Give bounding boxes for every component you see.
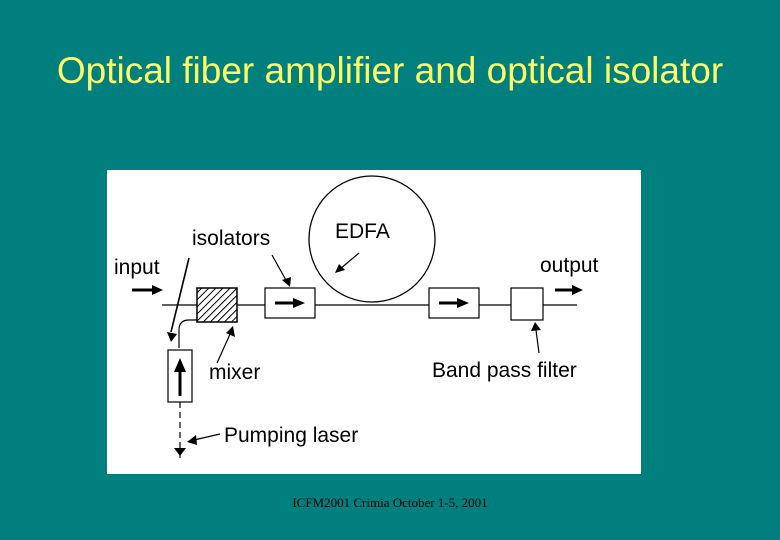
- isolators-pointer-head: [282, 277, 291, 287]
- mixer-label: mixer: [209, 361, 261, 384]
- diagram-panel: input isolators EDFA output mixer Band p…: [107, 170, 641, 474]
- output-arrow-head: [572, 285, 583, 295]
- input-pointer-head: [167, 332, 177, 342]
- mixer-pointer: [216, 331, 232, 364]
- pumping-laser-arrow-head: [174, 358, 186, 372]
- band-pass-filter-box: [510, 287, 544, 321]
- band-pass-filter-pointer: [535, 329, 540, 354]
- input-arrow-head: [152, 285, 163, 295]
- edfa-pointer: [339, 252, 360, 270]
- output-label: output: [540, 254, 599, 277]
- pump-fiber: [178, 319, 197, 348]
- isolator-1-box: [264, 287, 316, 319]
- slide-footer: ICFM2001 Crimia October 1-5, 2001: [292, 495, 488, 510]
- isolator-1-arrow-head: [293, 298, 305, 308]
- band-pass-filter-label: Band pass filter: [432, 359, 577, 382]
- fiber-amplifier-diagram: [132, 175, 583, 458]
- laser-tail-arrow-head: [174, 448, 186, 456]
- pumping-laser-pointer-head: [187, 435, 197, 445]
- isolators-label: isolators: [192, 227, 271, 250]
- pumping-laser-pointer: [193, 433, 221, 441]
- mixer-pointer-head: [226, 326, 235, 337]
- edfa-pointer-head: [335, 264, 345, 273]
- input-label: input: [114, 256, 160, 279]
- slide-title: Optical fiber amplifier and optical isol…: [56, 50, 724, 91]
- pumping-laser-label: Pumping laser: [224, 424, 359, 447]
- band-pass-filter-pointer-head: [531, 322, 541, 331]
- mixer-box: [196, 287, 238, 323]
- isolator-2-arrow-head: [457, 298, 469, 308]
- edfa-fiber-coil: [308, 175, 436, 303]
- edfa-label: EDFA: [335, 220, 390, 243]
- input-pointer: [170, 257, 190, 333]
- isolators-pointer: [271, 254, 288, 283]
